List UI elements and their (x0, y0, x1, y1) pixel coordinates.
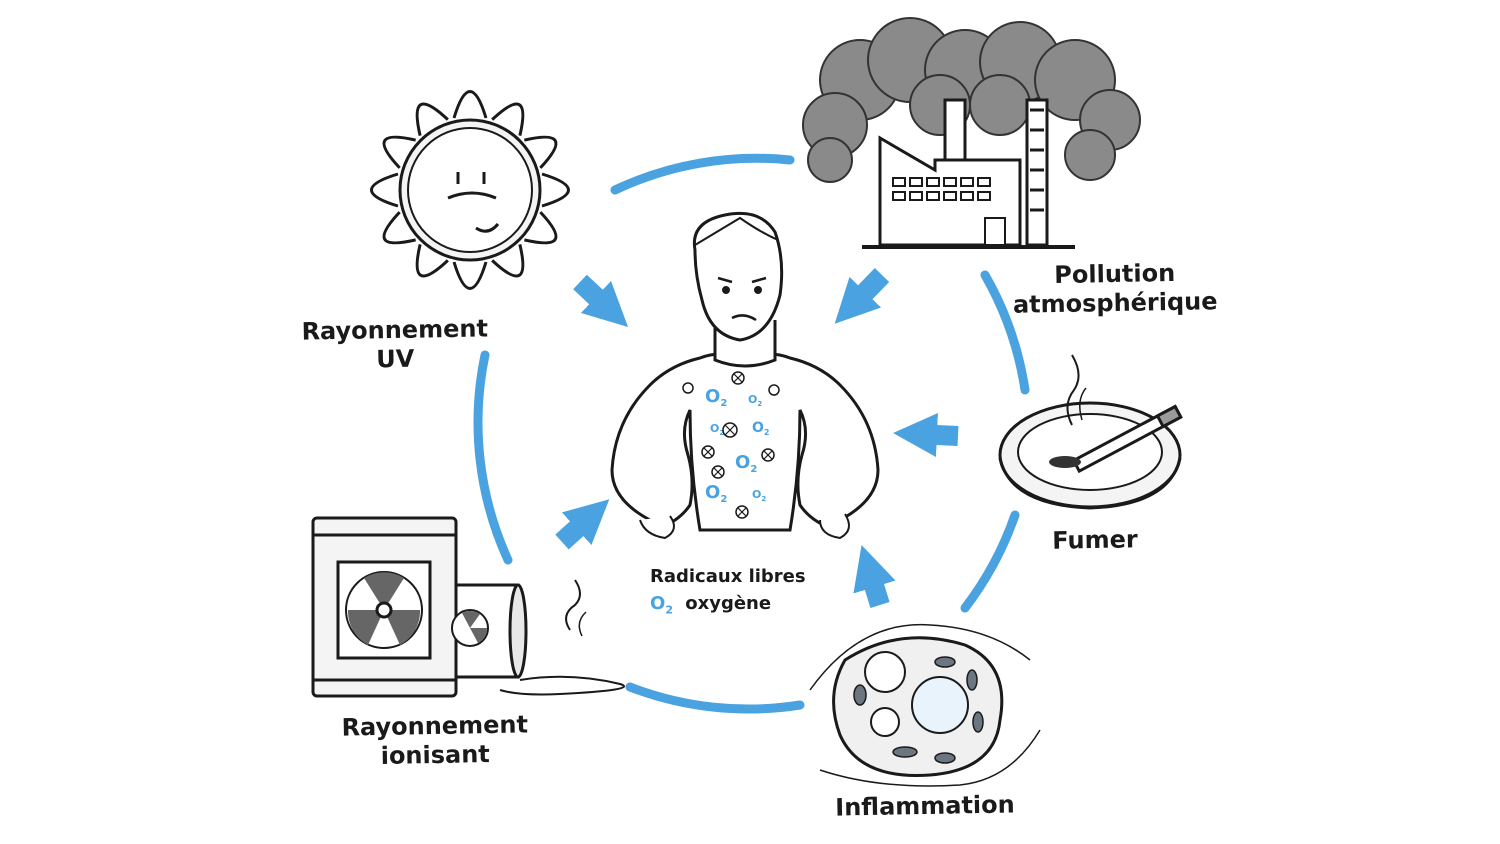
label-pollution-line2: atmosphérique (1012, 287, 1218, 319)
arrow-from-smoking (893, 413, 959, 457)
label-ionizing-line1: Rayonnement (341, 710, 529, 742)
label-ionizing-line2: ionisant (380, 739, 491, 770)
center-legend: Radicaux libres O2 oxygène (650, 566, 850, 623)
inflamed-tissue-icon (809, 623, 1041, 787)
arrow-from-inflammation (853, 544, 896, 608)
label-inflammation-text: Inflammation (835, 790, 1015, 822)
o2-symbol: O2 (650, 593, 673, 617)
sun-icon (370, 90, 570, 290)
arrows-to-center (555, 268, 959, 608)
label-smoking-text: Fumer (1052, 525, 1138, 555)
arrow-from-uv (573, 274, 629, 328)
label-uv-line2: UV (375, 344, 415, 374)
label-ionizing-radiation: Rayonnement ionisant (320, 710, 551, 772)
oxygen-label: oxygène (685, 593, 772, 614)
person-icon (610, 211, 880, 540)
label-uv-radiation: Rayonnement UV (290, 314, 501, 375)
radioactive-barrel-icon (311, 516, 626, 698)
cycle-ring (473, 153, 1030, 714)
ashtray-cigarette-icon (998, 354, 1183, 510)
oxygen-legend: O2 oxygène (650, 593, 850, 617)
arrow-from-pollution (834, 268, 890, 324)
factory-icon (802, 17, 1141, 249)
free-radicals-caption: Radicaux libres (650, 566, 806, 587)
arrow-from-ionizing (555, 499, 610, 550)
label-air-pollution: Pollution atmosphérique (1000, 258, 1231, 320)
label-smoking: Fumer (1030, 525, 1160, 556)
label-pollution-line1: Pollution (1054, 258, 1176, 290)
label-inflammation: Inflammation (820, 790, 1030, 822)
label-uv-line1: Rayonnement (301, 314, 489, 346)
